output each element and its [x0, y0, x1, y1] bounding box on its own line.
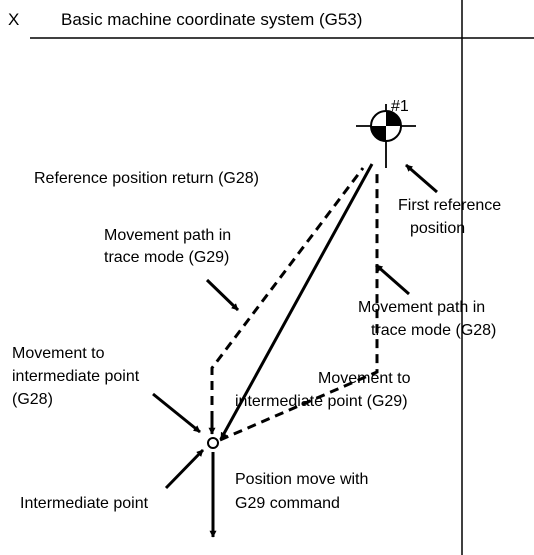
move-g28-label-line1: Movement to	[12, 345, 105, 362]
intermediate-callout-arrow	[164, 448, 205, 490]
trace-g29-label-line2: trace mode (G29)	[104, 249, 230, 266]
position-move-label-line2: G29 command	[235, 495, 340, 512]
marker-label: #1	[391, 98, 409, 115]
move-g28-label-line2: intermediate point	[12, 368, 140, 385]
x-axis-label: X	[8, 10, 20, 29]
first-ref-label-line1: First reference	[398, 197, 502, 214]
coordinate-system-title: Basic machine coordinate system (G53)	[61, 10, 363, 29]
trace-g28-path	[219, 172, 379, 442]
trace-g28-callout-arrow	[375, 263, 410, 296]
move-g29-label-line1: Movement to	[318, 370, 411, 387]
first-ref-callout-arrow	[405, 163, 438, 194]
trace-g28-label-line1: Movement path in	[358, 299, 486, 316]
intermediate-point-symbol	[207, 437, 219, 449]
move-g28-label-line3: (G28)	[12, 391, 53, 408]
move-g29-label-line2: intermediate point (G29)	[235, 393, 408, 410]
position-move-label-line1: Position move with	[235, 471, 369, 488]
trace-g29-label-line1: Movement path in	[104, 227, 232, 244]
g29-solid-path	[219, 163, 374, 440]
reference-point-symbol	[356, 104, 416, 168]
intermediate-point-label: Intermediate point	[20, 495, 149, 512]
move-g28-callout-arrow	[152, 392, 201, 434]
trace-g29-callout-arrow	[205, 278, 240, 312]
first-ref-label-line2: position	[410, 220, 466, 237]
ref-return-label: Reference position return (G28)	[34, 170, 259, 187]
ref-return-path	[210, 167, 365, 420]
trace-g28-label-line2: trace mode (G28)	[371, 322, 497, 339]
